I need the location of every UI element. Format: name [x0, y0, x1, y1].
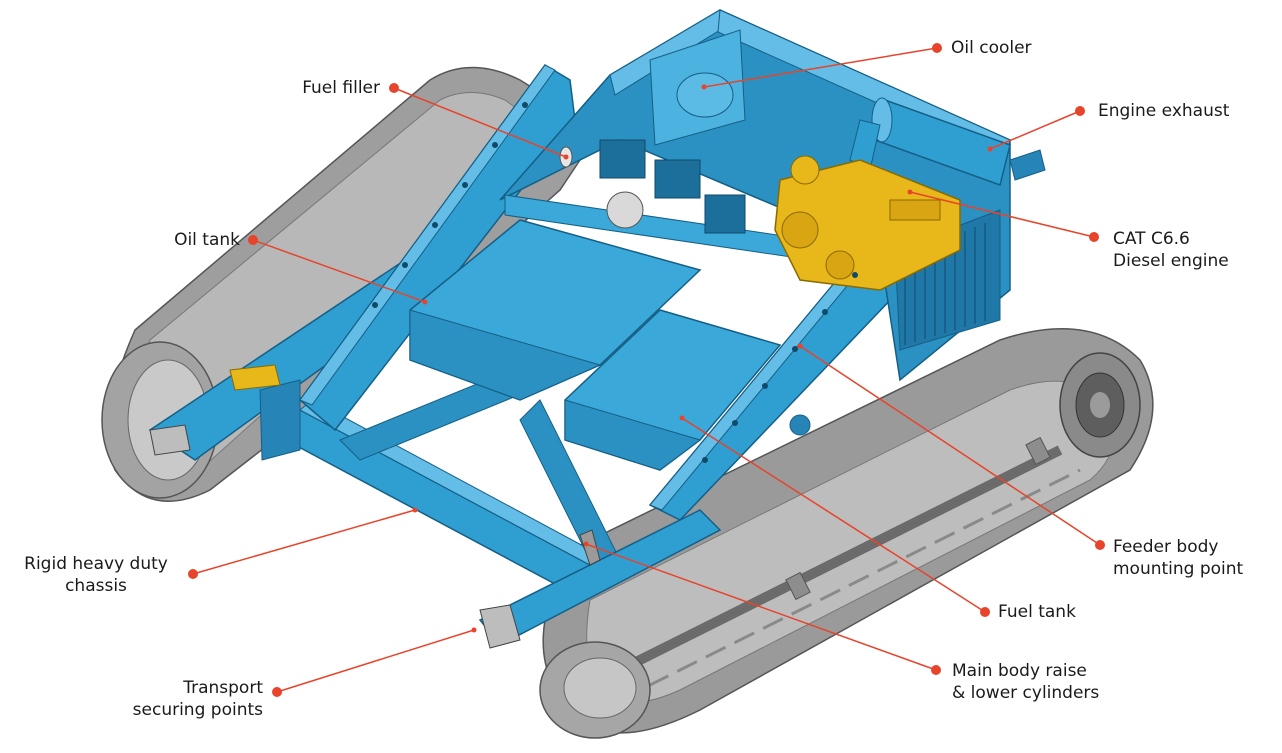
chassis-label: Rigid heavy duty chassis — [24, 554, 168, 596]
engine-exhaust-label: Engine exhaust — [1098, 101, 1230, 121]
engine-exhaust-pipe — [849, 97, 1046, 186]
leader-chassis — [188, 507, 418, 579]
fuel-tank — [564, 309, 782, 471]
leader-oil-cooler — [701, 43, 942, 90]
rear-cylinder — [229, 364, 281, 391]
callout-leaders — [188, 43, 1105, 697]
oil-tank — [409, 219, 702, 401]
leader-cat-engine — [907, 189, 1099, 242]
leader-transport-points — [272, 627, 477, 697]
raise-cylinder — [579, 529, 601, 566]
leader-fuel-tank — [679, 415, 990, 617]
leader-raise-cylinders — [583, 541, 941, 675]
feeder-pivot — [789, 414, 811, 436]
cat-engine-label: CAT C6.6 Diesel engine — [1113, 229, 1229, 271]
right-track — [539, 328, 1154, 739]
raise-cylinders-label: Main body raise & lower cylinders — [952, 661, 1100, 703]
transport-point-rear — [149, 424, 191, 456]
transport-point-front — [479, 604, 521, 649]
leader-fuel-filler — [389, 83, 569, 160]
fuel-filler-label: Fuel filler — [302, 78, 380, 98]
oil-cooler-label: Oil cooler — [951, 38, 1032, 58]
leader-oil-tank — [248, 235, 428, 305]
fuel-tank-label: Fuel tank — [998, 602, 1076, 622]
leader-feeder-mount — [797, 343, 1105, 550]
oil-tank-label: Oil tank — [174, 230, 240, 250]
feeder-mount-label: Feeder body mounting point — [1113, 537, 1244, 579]
leader-engine-exhaust — [987, 106, 1085, 152]
transport-points-label: Transport securing points — [132, 678, 263, 720]
